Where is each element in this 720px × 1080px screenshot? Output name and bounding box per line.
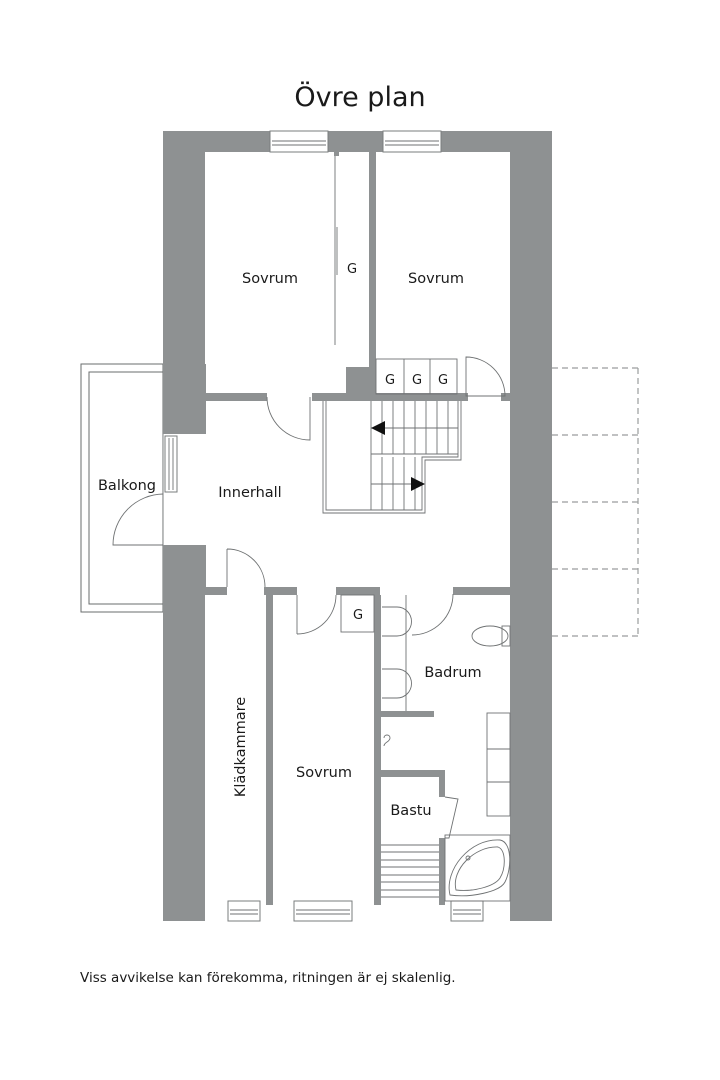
label-sovrum-top-left: Sovrum xyxy=(242,271,298,287)
corner-bathtub xyxy=(444,834,511,902)
bathroom-bench xyxy=(486,712,511,817)
closet-row xyxy=(375,358,458,395)
door-swing-top-right xyxy=(465,356,506,397)
floor-title: Övre plan xyxy=(294,82,426,113)
door-swing-top-left xyxy=(266,396,311,441)
stair-arrow-right-icon xyxy=(411,477,425,491)
closet-bottom xyxy=(340,594,375,633)
label-sovrum-bottom: Sovrum xyxy=(296,765,352,781)
label-bastu: Bastu xyxy=(390,803,431,819)
dashed-roof-outline xyxy=(552,367,639,637)
label-innerhall: Innerhall xyxy=(218,485,281,501)
top-windows xyxy=(269,130,442,153)
sauna-benches xyxy=(381,844,439,898)
label-closet-3: G xyxy=(438,373,448,388)
sink-counter xyxy=(382,595,412,711)
bastu-door xyxy=(444,796,459,839)
label-closet-bottom: G xyxy=(353,608,363,623)
label-balkong: Balkong xyxy=(98,478,156,494)
shower-tap-icon xyxy=(383,734,391,747)
label-kladkammare: Klädkammare xyxy=(233,697,249,797)
door-swing-badrum xyxy=(411,593,454,636)
door-swing-kladkammare xyxy=(226,548,266,588)
balcony-door-swing xyxy=(112,493,164,546)
outer-walls xyxy=(163,131,552,921)
label-badrum: Badrum xyxy=(424,665,481,681)
staircase xyxy=(322,401,462,514)
label-sovrum-top-right: Sovrum xyxy=(408,271,464,287)
label-closet-top: G xyxy=(347,262,357,277)
disclaimer-note: Viss avvikelse kan förekomma, ritningen … xyxy=(80,970,456,986)
toilet xyxy=(471,625,511,647)
wardrobe-sliding-door xyxy=(334,152,339,345)
label-closet-2: G xyxy=(412,373,422,388)
label-closet-1: G xyxy=(385,373,395,388)
inner-walls xyxy=(205,152,510,905)
bottom-windows xyxy=(227,900,484,922)
door-swing-sovrum-bottom xyxy=(296,594,337,635)
stair-arrow-left-icon xyxy=(371,421,385,435)
balcony-window xyxy=(164,435,178,493)
